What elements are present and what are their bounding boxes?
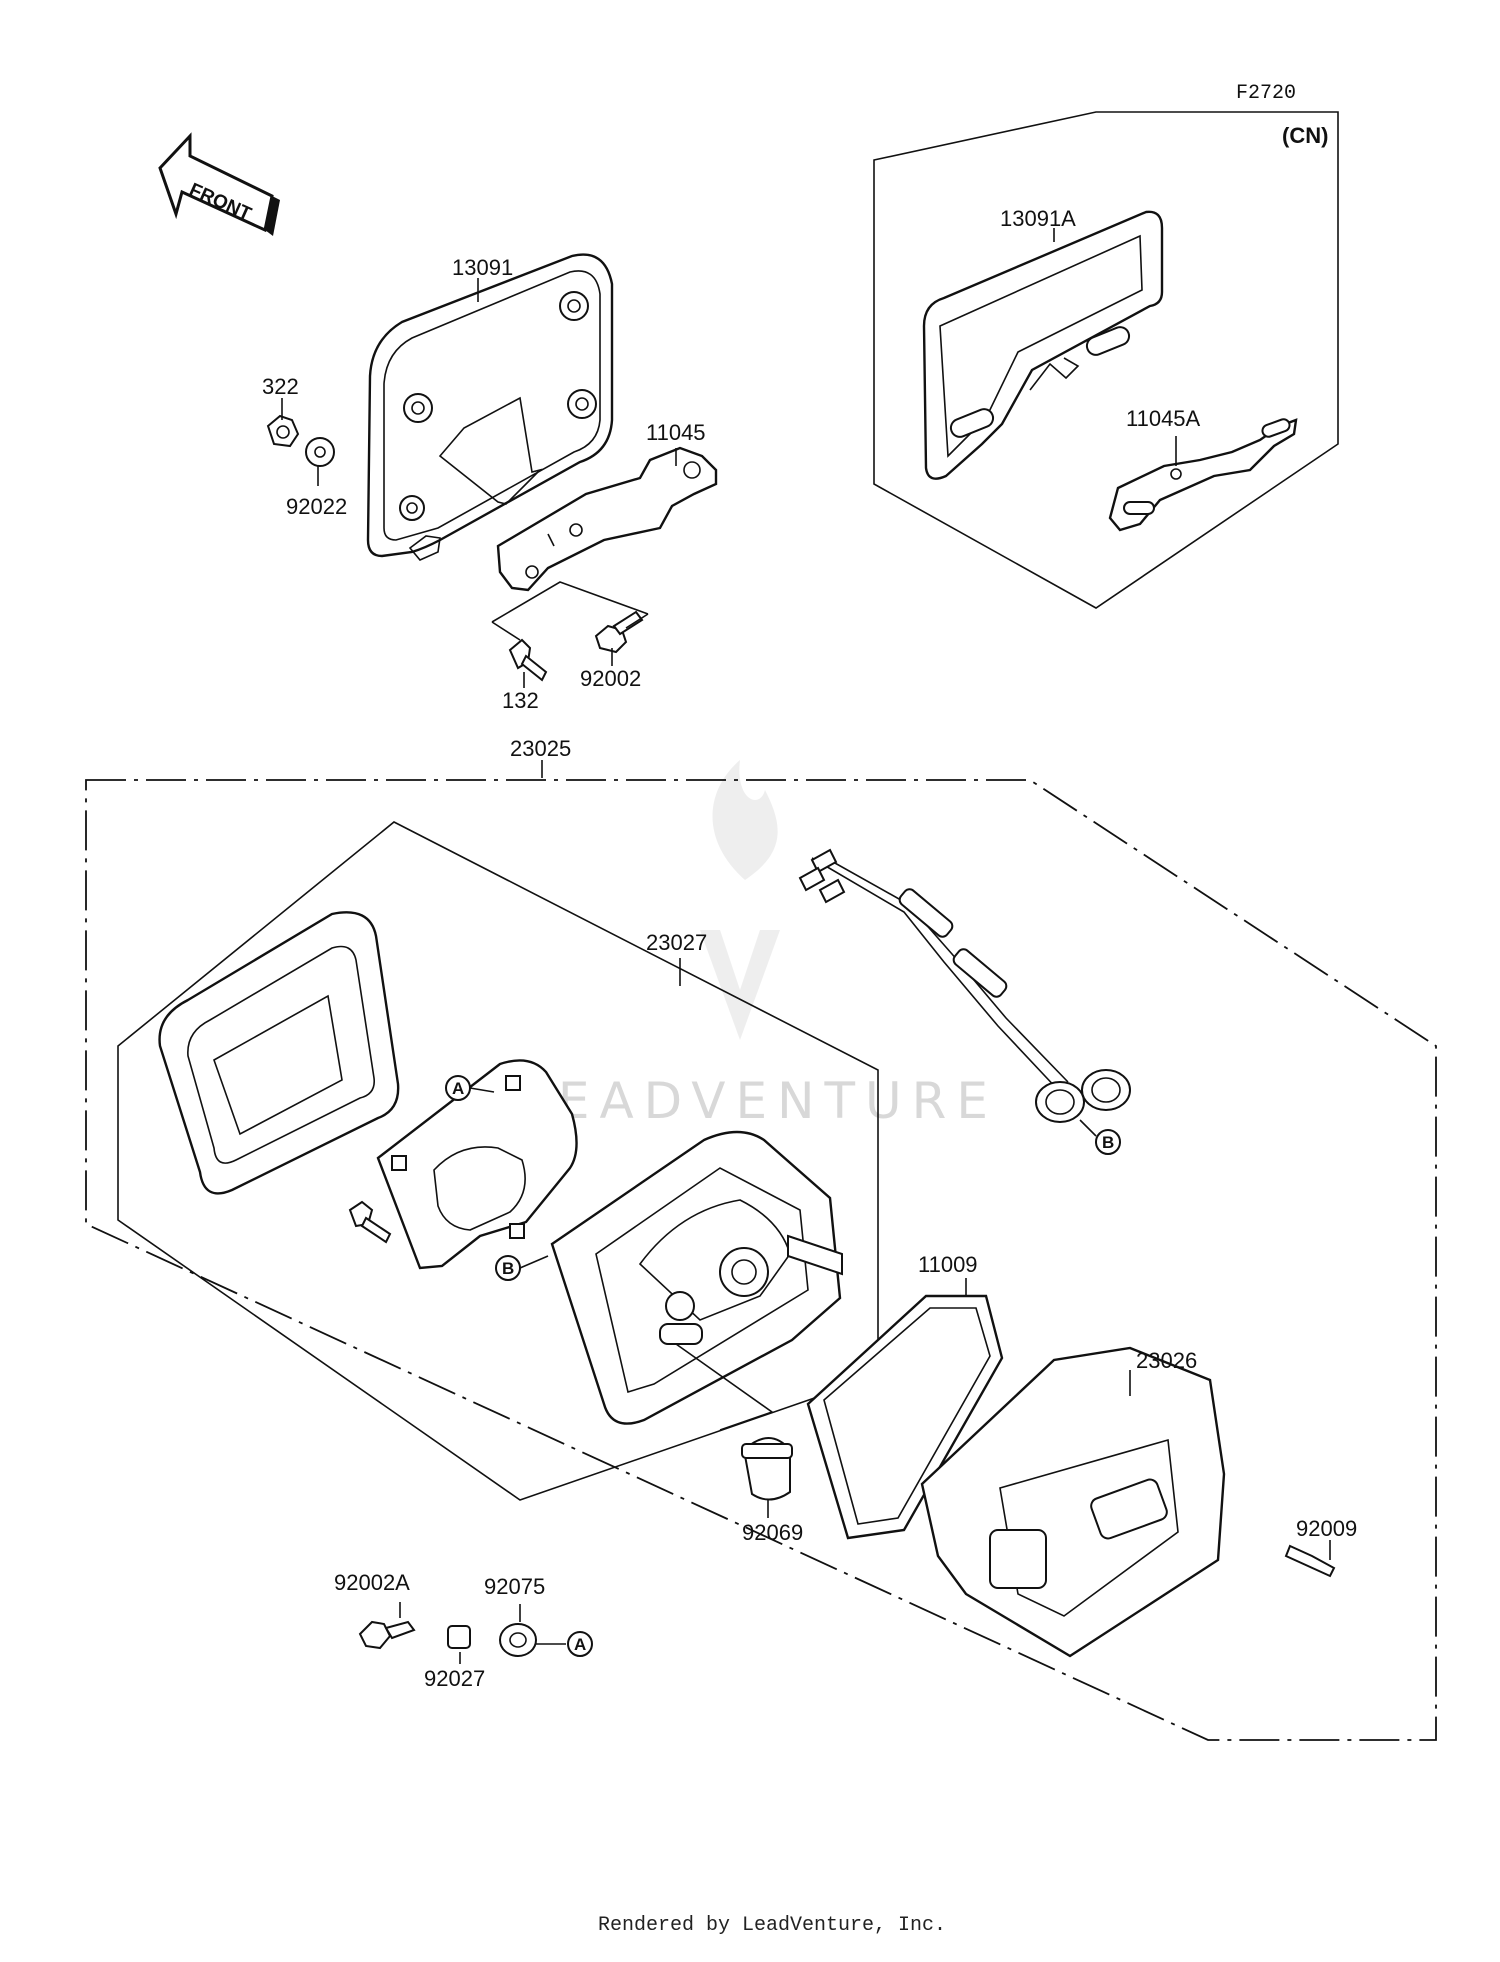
front-arrow-icon: FRONT [158,132,280,236]
label-23027: 23027 [646,930,707,955]
label-132: 132 [502,688,539,713]
label-92069: 92069 [742,1520,803,1545]
label-92027: 92027 [424,1666,485,1691]
label-23025: 23025 [510,736,571,761]
ref-circle-b-left: B [495,1255,549,1281]
svg-text:B: B [1102,1133,1114,1152]
label-92002: 92002 [580,666,641,691]
svg-text:A: A [452,1079,464,1098]
label-92002A: 92002A [334,1570,410,1595]
label-92022: 92022 [286,494,347,519]
ref-circle-a-lower: A [567,1631,593,1657]
label-13091A: 13091A [1000,206,1076,231]
figure-code: F2720 [1236,82,1296,105]
svg-text:A: A [574,1635,586,1654]
label-92075: 92075 [484,1574,545,1599]
svg-text:B: B [502,1259,514,1278]
variant-tag: (CN) [1282,123,1328,148]
footer-credit: Rendered by LeadVenture, Inc. [598,1914,946,1937]
label-11045A: 11045A [1126,406,1201,431]
plate-bracket-assembly: 13091 322 92022 11045 132 92002 [262,253,718,713]
tail-light-assembly: 23025 23027 [85,736,1437,1741]
logo-watermark-icon [700,760,780,1040]
label-11045: 11045 [646,420,706,445]
label-92009: 92009 [1296,1516,1357,1541]
label-11009: 11009 [918,1252,978,1277]
cn-variant-box: 13091A 11045A [873,111,1339,609]
ref-circle-b-right: B [1079,1119,1121,1155]
label-322: 322 [262,374,299,399]
watermark-text: LEADVENTURE [520,1072,998,1130]
label-23026: 23026 [1136,1348,1197,1373]
label-13091: 13091 [452,255,513,280]
ref-circle-a-upper: A [445,1075,495,1101]
